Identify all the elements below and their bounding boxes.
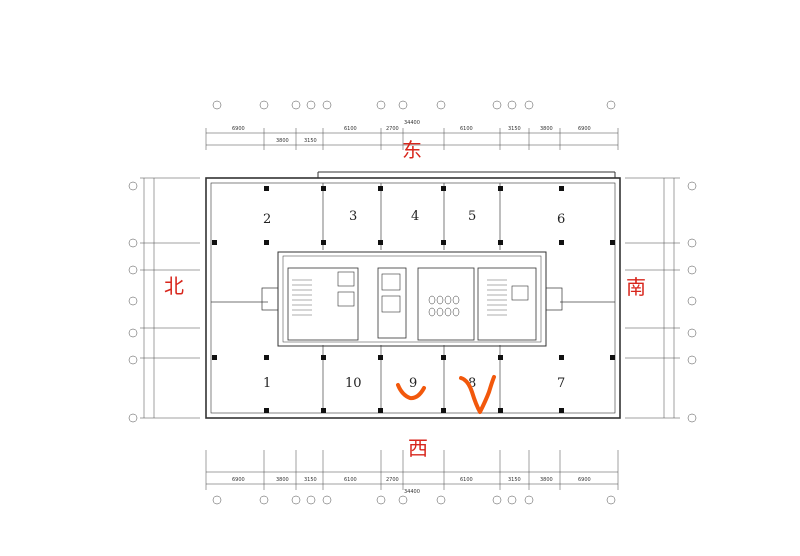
- svg-text:6900: 6900: [578, 477, 591, 483]
- svg-text:3150: 3150: [304, 477, 317, 483]
- room-label: 4: [411, 209, 419, 224]
- room-label: 2: [263, 212, 271, 227]
- room-labels: 2 3 4 5 6 1 10 9 8 7: [263, 209, 565, 391]
- columns: [212, 186, 615, 413]
- room-label: 9: [409, 376, 417, 391]
- svg-text:6900: 6900: [578, 126, 591, 132]
- svg-text:3800: 3800: [540, 477, 553, 483]
- svg-text:6900: 6900: [232, 477, 245, 483]
- room-label: 7: [557, 376, 565, 391]
- direction-east: 东: [402, 138, 422, 162]
- svg-text:3800: 3800: [540, 126, 553, 132]
- service-core: [261, 251, 563, 347]
- svg-text:6100: 6100: [460, 126, 473, 132]
- svg-text:6100: 6100: [344, 477, 357, 483]
- direction-west: 西: [408, 436, 428, 460]
- svg-text:3150: 3150: [508, 126, 521, 132]
- room-label: 3: [349, 209, 357, 224]
- room-label: 10: [345, 376, 362, 391]
- svg-text:3150: 3150: [304, 138, 317, 144]
- bottom-dimension-text: 6900 3800 3150 6100 2700 34400 6100 3150…: [232, 477, 591, 495]
- svg-text:3150: 3150: [508, 477, 521, 483]
- svg-text:6100: 6100: [344, 126, 357, 132]
- room-label: 5: [468, 209, 476, 224]
- svg-text:34400: 34400: [404, 120, 420, 126]
- direction-south: 南: [626, 275, 646, 299]
- right-dimensions: [625, 177, 697, 423]
- svg-text:2700: 2700: [386, 477, 399, 483]
- room-label: 6: [557, 212, 565, 227]
- svg-text:6100: 6100: [460, 477, 473, 483]
- annotation-mark-8: [459, 375, 496, 414]
- top-dimension-text: 6900 3800 3150 6100 2700 34400 6100 3150…: [232, 120, 591, 144]
- top-dimensions: [205, 100, 619, 150]
- svg-text:2700: 2700: [386, 126, 399, 132]
- hand-annotations: [396, 375, 496, 414]
- room-label: 1: [263, 376, 271, 391]
- svg-text:34400: 34400: [404, 489, 420, 495]
- bottom-dimensions: [205, 450, 619, 505]
- svg-text:3800: 3800: [276, 138, 289, 144]
- direction-north: 北: [164, 274, 184, 298]
- annotation-mark-9: [396, 383, 426, 401]
- svg-text:6900: 6900: [232, 126, 245, 132]
- svg-text:3800: 3800: [276, 477, 289, 483]
- left-dimensions: [128, 177, 200, 423]
- building-outline: [205, 171, 621, 419]
- room-label: 8: [468, 376, 476, 391]
